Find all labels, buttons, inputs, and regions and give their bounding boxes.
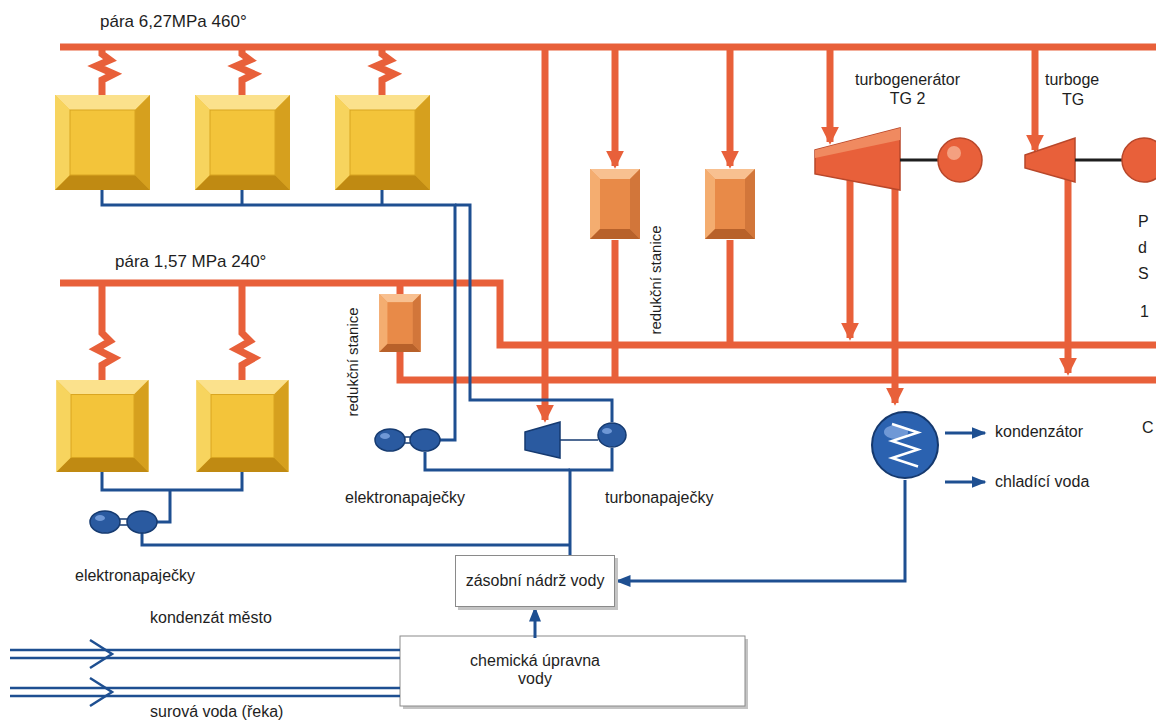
cut-text: S (1138, 264, 1149, 283)
turbine-label: turbogenerátor TG 2 (845, 70, 970, 108)
cut-text: P (1138, 212, 1149, 231)
flow-connector (534, 608, 537, 638)
inflow-label: kondenzát město (150, 608, 272, 627)
pump-label: elektronapaječky (75, 566, 195, 585)
node-title: chemická úpravna vody (461, 652, 609, 688)
feedwater-pipes (102, 190, 985, 555)
node-title: zásobní nádrž vody (466, 572, 605, 590)
cooling-water-label: chladící voda (995, 472, 1089, 491)
cut-text: 1 (1140, 302, 1149, 321)
node-title: kondenzátor (995, 423, 1083, 441)
treatment-box: chemická úpravna vody (455, 638, 615, 702)
station-label: redukční stanice (343, 307, 362, 416)
pump-label: elektronapaječky (345, 488, 465, 507)
feed-pumps (90, 422, 626, 533)
steam-header-label: pára 6,27MPa 460° (100, 12, 247, 31)
condenser-symbol (870, 410, 940, 480)
condenser: kondenzátor (870, 410, 1100, 480)
steam-header-label: pára 1,57 MPa 240° (115, 252, 266, 271)
pump-label: turbonapaječky (605, 488, 714, 507)
turbine-label: turboge (1045, 70, 1099, 89)
turbogenerators (815, 128, 1156, 190)
reduction-stations (379, 169, 755, 352)
station-label: redukční stanice (646, 225, 665, 334)
inflow-label: surová voda (řeka) (150, 702, 283, 721)
cut-text: C (1142, 418, 1154, 437)
tank-box: zásobní nádrž vody (455, 555, 615, 607)
cut-text: d (1138, 238, 1147, 257)
turbine-label: TG (1062, 90, 1084, 109)
water-treatment-frame (400, 636, 748, 709)
inflow-arrows (10, 640, 400, 706)
steam-pipes (60, 47, 1156, 420)
